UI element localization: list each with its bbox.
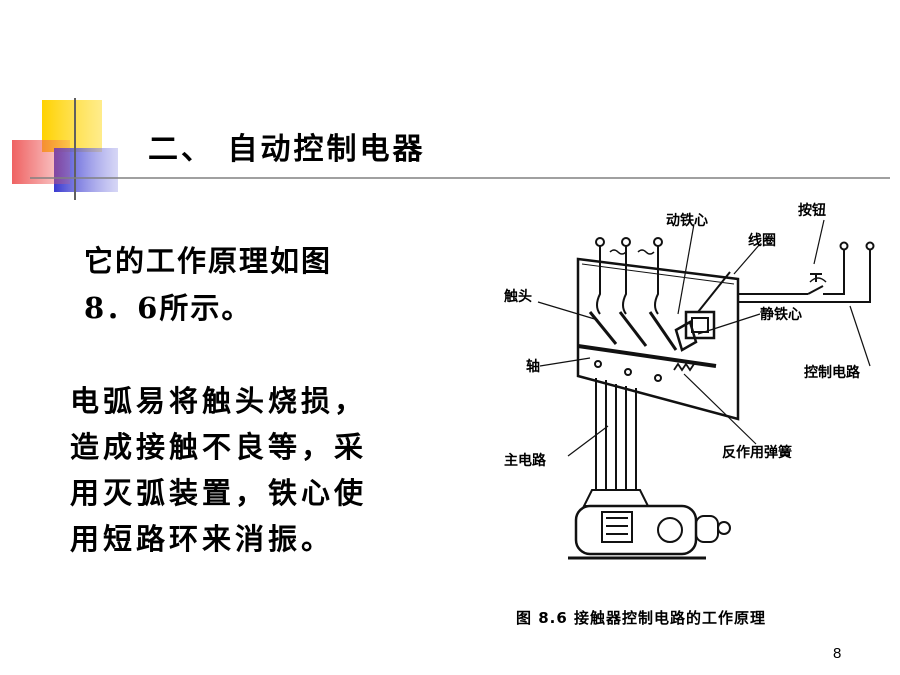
motor bbox=[568, 489, 731, 560]
shaft-bar bbox=[577, 344, 717, 368]
title-decoration bbox=[12, 98, 890, 200]
label-main-circuit: 主电路 bbox=[504, 453, 546, 469]
static-core bbox=[674, 320, 698, 352]
slide-title: 二、 自动控制电器 bbox=[148, 132, 426, 167]
top-terminals bbox=[595, 237, 663, 315]
leader-lines bbox=[537, 219, 871, 457]
label-coil: 线圈 bbox=[748, 233, 776, 249]
intro-paragraph: 它的工作原理如图8．6所示。 bbox=[84, 244, 333, 325]
label-static-core: 静铁心 bbox=[760, 307, 802, 323]
explanation-paragraph: 电弧易将触头烧损，造成接触不良等，采用灭弧装置，铁心使用短路环来消振。 bbox=[70, 384, 368, 556]
page-number: 8 bbox=[833, 645, 842, 662]
main-circuit-cable bbox=[595, 378, 637, 490]
control-wiring bbox=[697, 241, 875, 313]
label-reaction-spring: 反作用弹簧 bbox=[722, 445, 792, 461]
contactor-drawing bbox=[537, 219, 875, 560]
spring-coil bbox=[673, 362, 695, 372]
red-square bbox=[12, 140, 70, 184]
label-control-circuit: 控制电路 bbox=[804, 365, 860, 381]
figure-caption: 图 8.6 接触器控制电路的工作原理 bbox=[516, 609, 767, 627]
label-moving-core: 动铁心 bbox=[666, 213, 708, 229]
label-shaft: 轴 bbox=[526, 359, 540, 375]
label-contact: 触头 bbox=[504, 289, 532, 305]
contactor-diagram: 动铁心 按钮 线圈 触头 静铁心 轴 控制电路 反作用弹簧 主电路 bbox=[498, 194, 888, 604]
contact-bars bbox=[588, 311, 678, 351]
label-button: 按钮 bbox=[798, 203, 826, 219]
contactor-panel bbox=[576, 257, 740, 421]
